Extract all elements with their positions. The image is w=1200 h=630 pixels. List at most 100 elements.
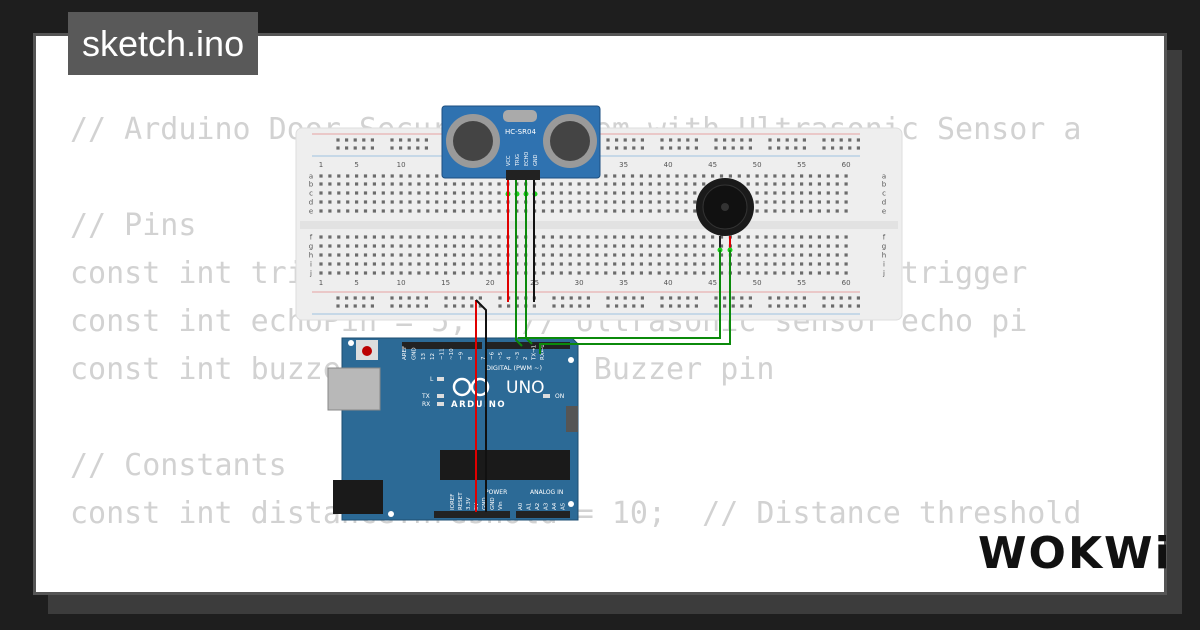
breadboard-hole: [426, 244, 430, 248]
breadboard-hole: [363, 244, 368, 248]
breadboard-hole: [363, 191, 368, 195]
rail-hole: [461, 304, 465, 308]
digital-pin-label: 7: [481, 356, 487, 360]
rail-hole: [785, 138, 789, 142]
breadboard-hole: [372, 209, 376, 213]
rail-hole: [336, 304, 340, 308]
breadboard-hole: [630, 271, 635, 275]
wire-buzzer-return[interactable]: [518, 250, 721, 339]
breadboard-hole: [711, 235, 715, 239]
breadboard-hole: [675, 244, 679, 248]
rail-hole: [615, 146, 619, 150]
analog-pin-label: A0: [518, 502, 524, 510]
breadboard-hole: [479, 262, 483, 266]
rail-hole: [632, 146, 636, 150]
rail-hole: [353, 296, 357, 300]
breadboard-hole: [604, 174, 608, 178]
rail-hole: [802, 146, 806, 150]
file-tab[interactable]: sketch.ino: [68, 12, 259, 75]
breadboard-hole: [684, 262, 688, 266]
breadboard-hole: [586, 271, 590, 275]
breadboard-hole: [435, 174, 439, 178]
mount-hole: [388, 511, 394, 517]
breadboard-hole: [417, 244, 421, 248]
wire-sensor-trig[interactable]: [515, 180, 523, 347]
rail-hole: [848, 146, 852, 150]
buzzer[interactable]: [696, 178, 754, 253]
breadboard-hole: [728, 174, 732, 178]
breadboard-hole: [844, 209, 848, 213]
breadboard-hole: [737, 235, 741, 239]
breadboard-hole: [817, 200, 821, 204]
breadboard-hole: [559, 253, 563, 257]
breadboard-hole: [817, 235, 821, 239]
breadboard-hole: [372, 244, 376, 248]
breadboard-hole: [444, 191, 448, 195]
breadboard-hole: [390, 262, 394, 266]
breadboard-hole: [346, 182, 350, 186]
column-number: 35: [619, 279, 628, 287]
breadboard-hole: [684, 253, 688, 257]
rail-hole: [615, 138, 619, 142]
rail-hole: [723, 146, 727, 150]
breadboard-hole: [426, 209, 430, 213]
breadboard-hole: [648, 244, 652, 248]
breadboard-hole: [541, 244, 546, 248]
row-letter: c: [882, 190, 886, 198]
breadboard-hole: [613, 182, 617, 186]
breadboard-hole: [488, 182, 492, 186]
analog-pin-label: A4: [552, 502, 558, 510]
breadboard-hole: [702, 235, 706, 239]
rail-hole: [802, 138, 806, 142]
breadboard-hole: [648, 253, 652, 257]
breadboard-hole: [595, 253, 599, 257]
digital-pin-label: GND: [411, 347, 417, 360]
breadboard-hole: [746, 182, 750, 186]
breadboard-hole: [791, 191, 795, 195]
breadboard-hole: [817, 253, 821, 257]
column-number: 60: [842, 279, 851, 287]
breadboard-hole: [826, 209, 830, 213]
breadboard-hole: [755, 271, 759, 275]
rail-hole: [416, 304, 420, 308]
wire-buzzer-signal[interactable]: [539, 250, 731, 354]
wire-gnd[interactable]: [475, 299, 487, 512]
breadboard-hole: [426, 253, 430, 257]
breadboard-hole: [782, 191, 786, 195]
rail-hole: [370, 146, 374, 150]
breadboard-hole: [372, 191, 376, 195]
breadboard-center-channel: [300, 221, 898, 229]
breadboard-hole: [381, 262, 385, 266]
rail-hole: [578, 304, 582, 308]
rail-hole: [660, 304, 664, 308]
rail-hole: [470, 304, 474, 308]
rail-hole: [407, 138, 411, 142]
breadboard-hole: [550, 191, 554, 195]
breadboard-hole: [586, 262, 590, 266]
breadboard-hole: [639, 182, 643, 186]
breadboard-hole: [684, 235, 688, 239]
breadboard-hole: [426, 262, 430, 266]
breadboard-hole: [381, 174, 385, 178]
rail-hole: [370, 304, 374, 308]
breadboard-hole: [639, 174, 643, 178]
breadboard-hole: [675, 191, 679, 195]
breadboard-hole: [470, 209, 474, 213]
rail-hole: [802, 304, 806, 308]
breadboard-hole: [693, 235, 697, 239]
rail-hole: [390, 138, 394, 142]
breadboard-hole: [488, 200, 492, 204]
breadboard-hole: [782, 253, 786, 257]
row-letter: b: [882, 181, 887, 189]
breadboard-hole: [702, 174, 706, 178]
breadboard-hole: [568, 200, 572, 204]
breadboard-hole: [550, 253, 554, 257]
breadboard-hole: [541, 209, 546, 213]
breadboard-hole: [693, 271, 697, 275]
breadboard-hole: [399, 244, 403, 248]
led-label-tx: TX: [421, 393, 430, 400]
breadboard-hole: [835, 191, 839, 195]
breadboard-hole: [826, 235, 830, 239]
